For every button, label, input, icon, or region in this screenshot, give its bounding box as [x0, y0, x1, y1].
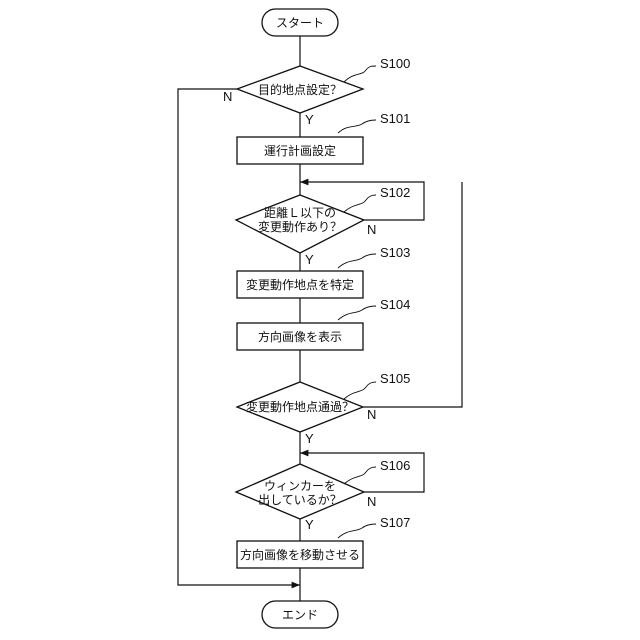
process-s104-text: 方向画像を表示 — [258, 329, 342, 344]
leader-line-s101 — [338, 120, 376, 133]
step-label-s106: S106 — [380, 458, 410, 473]
decision-s100: 目的地点設定？ — [237, 66, 363, 113]
branch-label-s106-yes: Y — [305, 517, 314, 532]
start-label: スタート — [276, 16, 324, 30]
process-s107: 方向画像を移動させる — [237, 541, 363, 568]
end-terminal: エンド — [262, 601, 338, 628]
branch-label-s100-yes: Y — [305, 112, 314, 127]
decision-s106: ウィンカーを 出しているか？ — [236, 464, 364, 519]
connector-lines — [178, 36, 462, 601]
branch-label-s105-yes: Y — [305, 431, 314, 446]
branch-label-s102-no: N — [367, 222, 376, 237]
step-label-s102: S102 — [380, 185, 410, 200]
step-label-s107: S107 — [380, 515, 410, 530]
step-label-s104: S104 — [380, 297, 410, 312]
start-terminal: スタート — [262, 9, 338, 36]
leader-line-s102 — [344, 195, 376, 212]
decision-s100-text: 目的地点設定？ — [258, 82, 342, 97]
leader-line-s100 — [344, 66, 376, 82]
decision-s102-text-line1: 距離Ｌ以下の — [264, 206, 336, 220]
process-s101-text: 運行計画設定 — [264, 143, 336, 158]
step-label-s101: S101 — [380, 111, 410, 126]
step-label-s100: S100 — [380, 56, 410, 71]
branch-label-s100-no: N — [223, 89, 232, 104]
process-s103: 変更動作地点を特定 — [237, 271, 363, 298]
decision-s105: 変更動作地点通過？ — [237, 382, 363, 432]
step-label-s105: S105 — [380, 371, 410, 386]
branch-label-s105-no: N — [367, 407, 376, 422]
leader-line-s107 — [338, 524, 376, 538]
decision-s106-text-line1: ウィンカーを — [264, 479, 336, 493]
branch-label-s106-no: N — [367, 494, 376, 509]
decision-s106-text-line2: 出しているか？ — [258, 493, 342, 507]
decision-s102: 距離Ｌ以下の 変更動作あり？ — [236, 195, 364, 253]
process-s103-text: 変更動作地点を特定 — [246, 277, 354, 292]
decision-s105-text: 変更動作地点通過？ — [246, 399, 354, 414]
leader-line-s105 — [344, 382, 376, 399]
decision-s102-text-line2: 変更動作あり？ — [258, 219, 342, 234]
process-s104: 方向画像を表示 — [237, 323, 363, 350]
loop-line-s105-no — [363, 182, 462, 407]
branch-label-s102-yes: Y — [305, 252, 314, 267]
leader-line-s106 — [344, 467, 376, 484]
leader-line-s104 — [338, 306, 376, 320]
leader-line-s103 — [338, 254, 376, 268]
process-s107-text: 方向画像を移動させる — [240, 547, 360, 562]
process-s101: 運行計画設定 — [237, 137, 363, 164]
step-label-s103: S103 — [380, 245, 410, 260]
end-label: エンド — [282, 608, 318, 622]
